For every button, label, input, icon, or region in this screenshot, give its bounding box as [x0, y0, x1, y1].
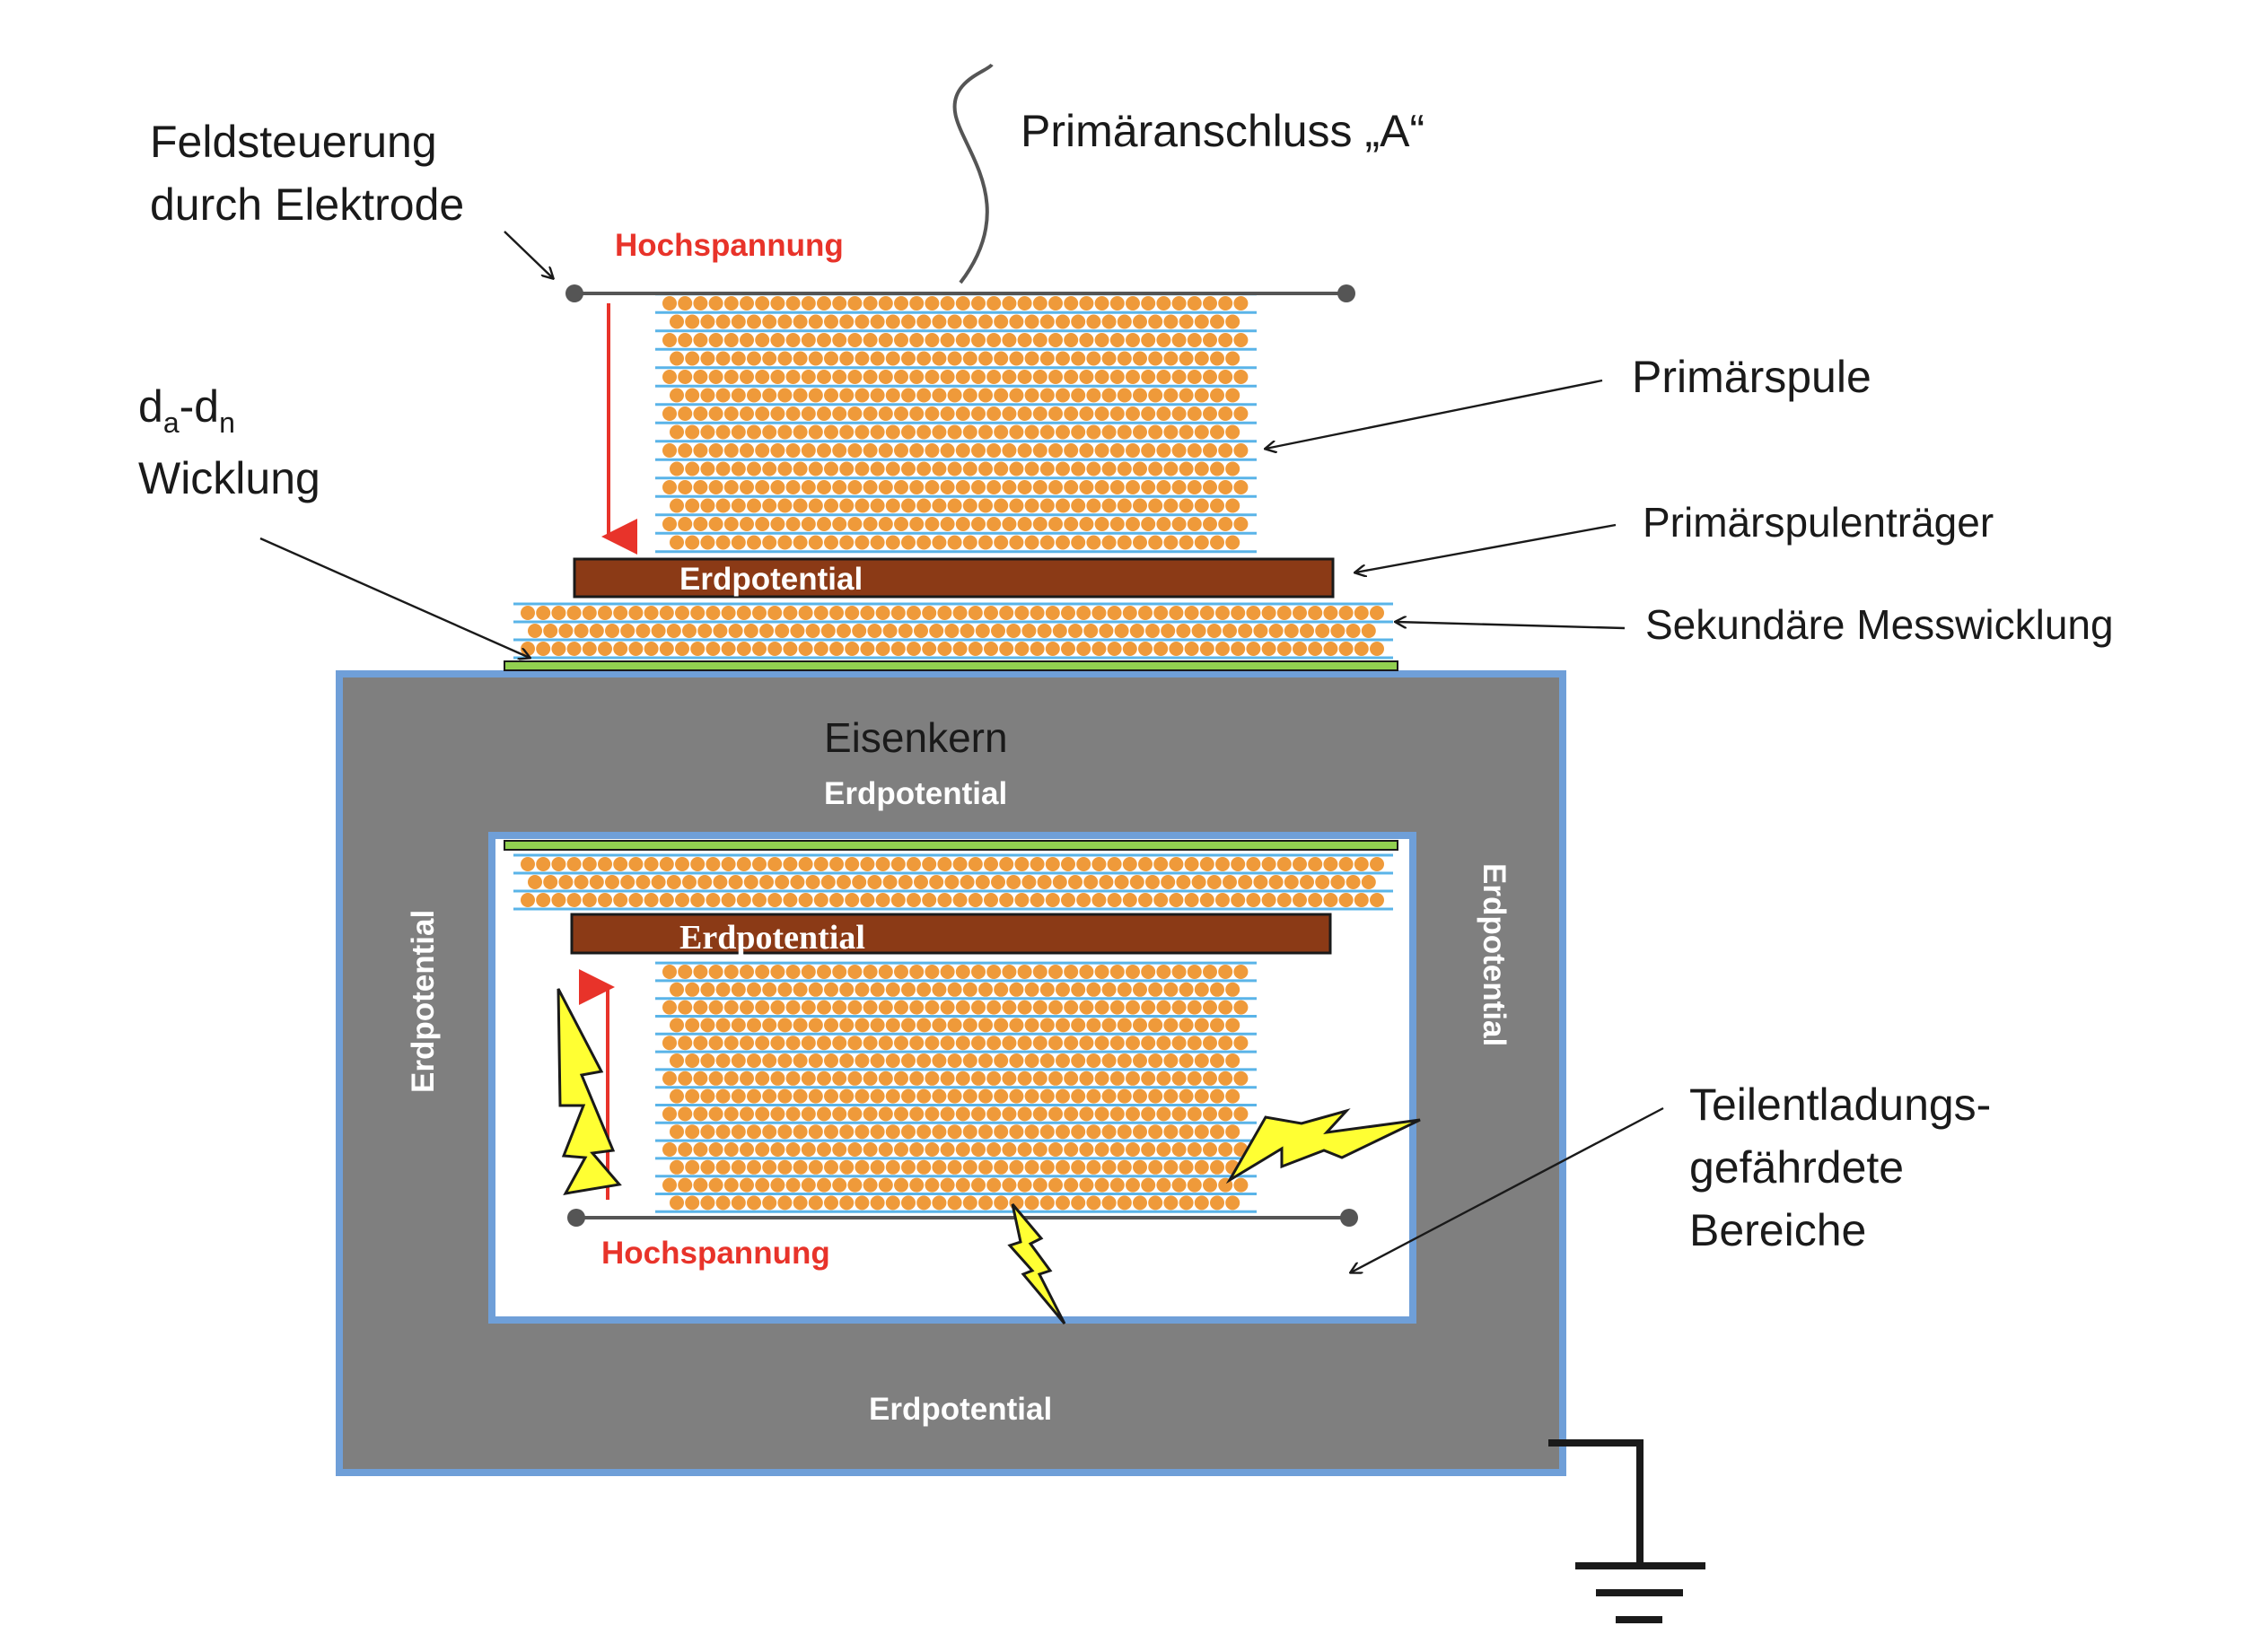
label-earth-core-bottom: Erdpotential [869, 1392, 1052, 1427]
pointer-partial-discharge [1351, 1106, 1664, 1272]
label-partial-discharge-line3: Bereiche [1689, 1205, 1866, 1255]
label-earth-core-right: Erdpotential [1477, 863, 1512, 1046]
primary-coil-top [655, 293, 1257, 554]
pointer-field-control [504, 231, 553, 278]
label-winding-word: Wicklung [138, 453, 320, 503]
label-partial-discharge-line1: Teilentladungs- [1689, 1079, 1991, 1130]
lightning-bolt-icon [1007, 1203, 1066, 1324]
label-field-control-line1: Feldsteuerung [150, 117, 437, 167]
label-primary-connection: Primäranschluss „A“ [1021, 106, 1424, 156]
lightning-bolt-icon [557, 988, 622, 1195]
pointer-da-dn-winding [259, 537, 530, 658]
pointer-secondary-winding [1396, 622, 1626, 630]
label-primary-coil: Primärspule [1632, 352, 1871, 402]
label-primary-coil-carrier: Primärspulenträger [1643, 499, 1994, 546]
label-earth-top-carrier: Erdpotential [679, 562, 863, 597]
label-partial-discharge-line2: gefährdete [1689, 1142, 1904, 1193]
da-dn-winding-strip-top [504, 660, 1398, 671]
label-earth-core-top: Erdpotential [824, 776, 1007, 811]
label-field-control-line2: durch Elektrode [150, 179, 464, 230]
lightning-bolt-icon [1225, 1108, 1421, 1184]
secondary-winding-bottom [513, 853, 1393, 911]
pointer-primary-coil [1266, 379, 1603, 449]
primary-coil-carrier-top [573, 557, 1335, 599]
primary-coil-bottom [655, 961, 1257, 1213]
secondary-winding-top [513, 602, 1393, 660]
label-high-voltage-top: Hochspannung [615, 228, 844, 263]
field-electrode-bottom [567, 1209, 1358, 1227]
primary-connection-wire [952, 63, 994, 284]
label-high-voltage-bottom: Hochspannung [601, 1236, 830, 1271]
primary-coil-carrier-bottom [570, 913, 1332, 955]
pointer-primary-coil-carrier [1355, 523, 1617, 573]
label-da-dn-winding: da-dn [138, 381, 235, 439]
label-earth-inner-carrier: Erdpotential [679, 919, 865, 957]
da-dn-winding-strip-bottom [504, 840, 1398, 851]
label-iron-core: Eisenkern [824, 714, 1008, 761]
field-electrode-top [565, 284, 1355, 302]
ground-symbol-icon [1548, 1439, 1705, 1623]
label-secondary-winding: Sekundäre Messwicklung [1645, 601, 2114, 648]
label-earth-core-left: Erdpotential [406, 910, 441, 1093]
